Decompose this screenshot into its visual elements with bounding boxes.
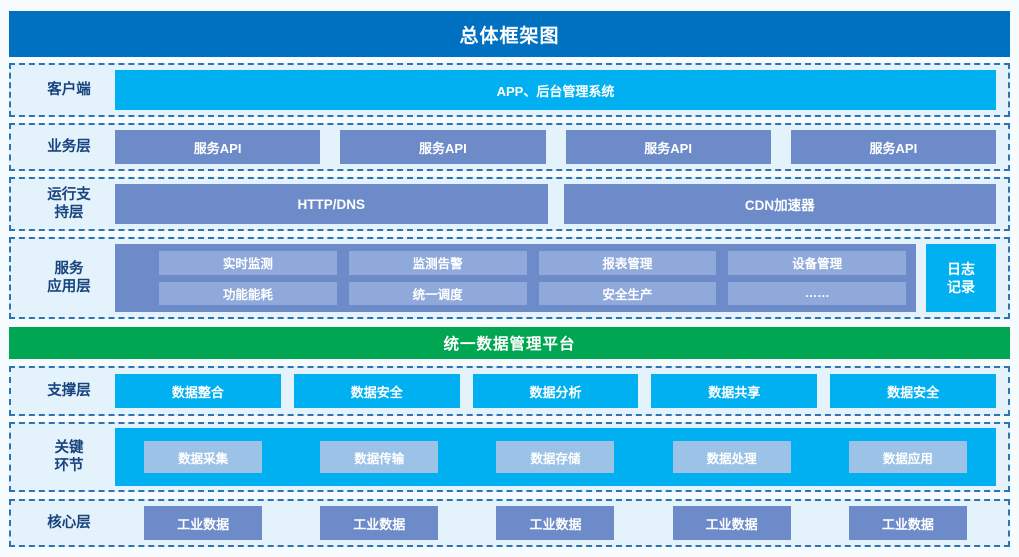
support-chip: 数据整合 [115, 374, 281, 408]
service-api-chip: 服务API [790, 130, 996, 164]
industrial-data-chip: 工业数据 [320, 506, 439, 540]
layer-client: 客户端 APP、后台管理系统 [9, 63, 1010, 117]
support-chip: 数据分析 [472, 374, 639, 408]
industrial-data-chip: 工业数据 [848, 506, 967, 540]
layer-client-chips: APP、后台管理系统 [115, 70, 996, 110]
industrial-data-chip: 工业数据 [144, 506, 263, 540]
key-link-chip: 数据应用 [848, 441, 967, 473]
layer-business-chips: 服务API 服务API 服务API 服务API [115, 130, 996, 164]
layer-service-application: 服务 应用层 实时监测 监测告警 报表管理 设备管理 功能能耗 统一调度 安全生… [9, 237, 1010, 319]
client-app-bar: APP、后台管理系统 [115, 70, 996, 110]
service-app-chip: 功能能耗 [159, 281, 337, 305]
service-api-chip: 服务API [565, 130, 771, 164]
unified-data-platform-bar: 统一数据管理平台 [9, 327, 1010, 359]
service-app-chip-more: …… [728, 281, 906, 305]
layer-key-links-label: 关键 环节 [54, 439, 84, 474]
layer-support: 支撑层 数据整合 数据安全 数据分析 数据共享 数据安全 [9, 366, 1010, 416]
support-chip: 数据共享 [651, 374, 818, 408]
key-link-chip: 数据采集 [144, 441, 263, 473]
service-app-chip: 监测告警 [348, 251, 527, 275]
industrial-data-chip: 工业数据 [496, 506, 615, 540]
service-app-chip: 报表管理 [538, 251, 717, 275]
layer-runtime-label: 运行支 持层 [47, 186, 91, 221]
industrial-data-chip: 工业数据 [672, 506, 791, 540]
layer-client-label: 客户端 [47, 81, 91, 98]
layer-runtime-support: 运行支 持层 HTTP/DNS CDN加速器 [9, 177, 1010, 231]
layer-runtime-chips: HTTP/DNS CDN加速器 [115, 184, 996, 224]
log-record-box: 日志 记录 [926, 244, 996, 312]
layer-business-label: 业务层 [47, 138, 91, 155]
layer-support-chips: 数据整合 数据安全 数据分析 数据共享 数据安全 [115, 374, 996, 408]
service-api-chip: 服务API [115, 130, 321, 164]
layer-key-links: 关键 环节 数据采集 数据传输 数据存储 数据处理 数据应用 [9, 422, 1010, 492]
service-app-container: 实时监测 监测告警 报表管理 设备管理 功能能耗 统一调度 安全生产 …… [115, 244, 916, 312]
layer-support-label: 支撑层 [47, 382, 91, 399]
support-chip: 数据安全 [830, 374, 996, 408]
diagram-title: 总体框架图 [9, 11, 1010, 57]
support-chip: 数据安全 [293, 374, 460, 408]
http-dns-bar: HTTP/DNS [115, 184, 548, 224]
key-link-chip: 数据存储 [496, 441, 615, 473]
layer-core-label: 核心层 [47, 514, 91, 531]
service-app-chip: 统一调度 [348, 281, 527, 305]
service-app-chip: 安全生产 [538, 281, 717, 305]
layer-business: 业务层 服务API 服务API 服务API 服务API [9, 123, 1010, 171]
layer-core-chips: 工业数据 工业数据 工业数据 工业数据 工业数据 [115, 506, 996, 540]
cdn-accelerator-bar: CDN加速器 [563, 184, 996, 224]
key-link-chip: 数据传输 [320, 441, 439, 473]
key-link-chip: 数据处理 [672, 441, 791, 473]
service-app-chip: 实时监测 [159, 251, 337, 275]
layer-core: 核心层 工业数据 工业数据 工业数据 工业数据 工业数据 [9, 499, 1010, 547]
key-links-container: 数据采集 数据传输 数据存储 数据处理 数据应用 [115, 428, 996, 486]
service-app-chip: 设备管理 [728, 251, 906, 275]
service-api-chip: 服务API [340, 130, 546, 164]
layer-service-app-label: 服务 应用层 [47, 260, 91, 295]
